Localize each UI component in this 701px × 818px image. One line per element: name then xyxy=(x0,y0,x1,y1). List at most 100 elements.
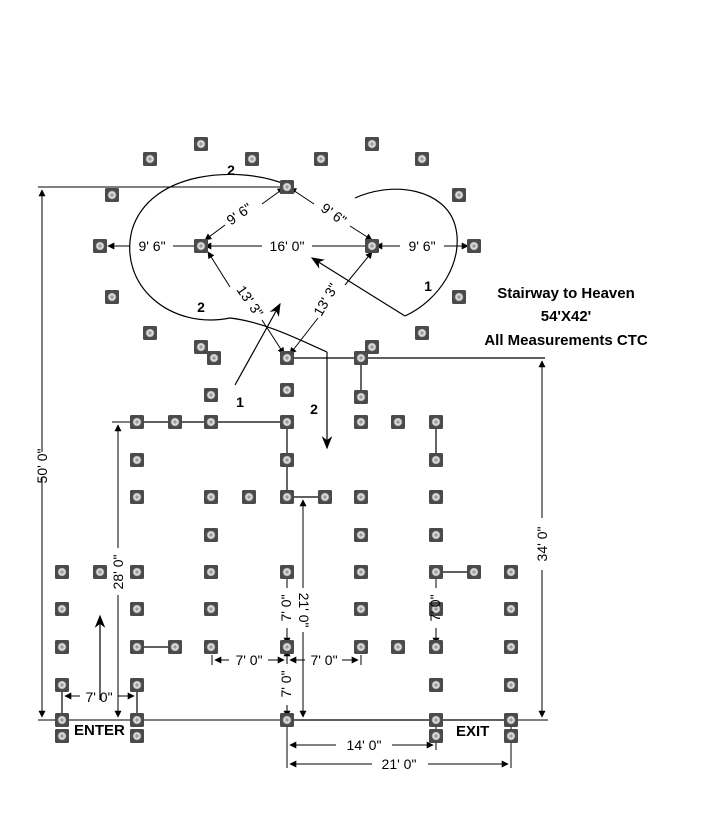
stud-marker-icon xyxy=(130,490,144,504)
path-numbers: 2 2 1 1 2 xyxy=(197,162,432,417)
stud-marker-icon xyxy=(105,290,119,304)
stud-marker-icon xyxy=(130,453,144,467)
mid-left-horiz-label: 7' 0" xyxy=(235,652,262,668)
stud-marker-icon xyxy=(194,340,208,354)
stud-marker-icon xyxy=(429,453,443,467)
stud-marker-icon xyxy=(168,415,182,429)
stud-marker-icon xyxy=(318,490,332,504)
stud-marker-icon xyxy=(504,640,518,654)
stud-marker-icon xyxy=(314,152,328,166)
title-line-3: All Measurements CTC xyxy=(484,332,648,349)
stud-marker-icon xyxy=(504,729,518,743)
stud-marker-icon xyxy=(280,453,294,467)
stud-marker-icon xyxy=(93,565,107,579)
stud-marker-icon xyxy=(55,640,69,654)
stud-marker-icon xyxy=(429,565,443,579)
stud-marker-icon xyxy=(467,239,481,253)
stud-marker-icon xyxy=(204,640,218,654)
stud-marker-icon xyxy=(204,490,218,504)
stud-marker-icon xyxy=(280,565,294,579)
stud-marker-icon xyxy=(280,351,294,365)
path-number-top: 2 xyxy=(227,162,235,178)
enter-label: ENTER xyxy=(74,722,125,739)
stud-marker-icon xyxy=(194,137,208,151)
stud-marker-icon xyxy=(354,528,368,542)
stud-marker-icon xyxy=(429,640,443,654)
stud-marker-icon xyxy=(415,326,429,340)
stud-marker-icon xyxy=(245,152,259,166)
stud-marker-icon xyxy=(365,239,379,253)
diagram-title: Stairway to Heaven 54'X42' All Measureme… xyxy=(484,285,648,349)
mid-right-horiz-label: 7' 0" xyxy=(310,652,337,668)
stud-marker-icon xyxy=(391,640,405,654)
stud-marker-icon xyxy=(452,188,466,202)
loop-right-label: 9' 6" xyxy=(408,238,435,254)
path-number-right-loop: 1 xyxy=(424,278,432,294)
stud-marker-icon xyxy=(204,388,218,402)
stud-marker-icon xyxy=(280,640,294,654)
title-line-1: Stairway to Heaven xyxy=(497,285,635,302)
stud-marker-icon xyxy=(130,565,144,579)
stud-marker-icon xyxy=(55,602,69,616)
path-number-left-mid: 2 xyxy=(197,299,205,315)
stud-marker-icon xyxy=(354,390,368,404)
title-line-2: 54'X42' xyxy=(541,308,592,325)
stud-marker-icon xyxy=(429,678,443,692)
diag-upper-right-label: 9' 6" xyxy=(318,200,349,229)
stud-marker-icon xyxy=(204,528,218,542)
stud-marker-icon xyxy=(204,415,218,429)
stud-marker-icon xyxy=(168,640,182,654)
stud-marker-icon xyxy=(130,729,144,743)
center-upper-vert-label: 7' 0" xyxy=(278,594,294,621)
loop-dimension-lines xyxy=(107,187,469,355)
stud-marker-icon xyxy=(130,415,144,429)
stud-marker-icon xyxy=(429,713,443,727)
right-height-label: 34' 0" xyxy=(534,527,550,562)
stud-marker-icon xyxy=(130,678,144,692)
diag-lower-right-label: 13' 3" xyxy=(310,280,341,318)
left-height-label: 28' 0" xyxy=(110,555,126,590)
overall-height-label: 50' 0" xyxy=(34,449,50,484)
right-loop-curve xyxy=(354,188,458,317)
loop-curves xyxy=(129,173,458,353)
stud-marker-icon xyxy=(504,565,518,579)
stud-marker-icon xyxy=(55,565,69,579)
center-lower-vert-label: 7' 0" xyxy=(278,670,294,697)
stud-marker-icon xyxy=(207,351,221,365)
enter-width-label: 7' 0" xyxy=(85,689,112,705)
stud-marker-icon xyxy=(467,565,481,579)
stud-marker-icon xyxy=(504,602,518,616)
stud-marker-icon xyxy=(204,602,218,616)
direction-arrows xyxy=(94,257,406,700)
stud-marker-icon xyxy=(452,290,466,304)
path-number-lower-left: 1 xyxy=(236,394,244,410)
stud-marker-icon xyxy=(143,326,157,340)
dimension-lines xyxy=(38,186,548,768)
stud-marker-icon xyxy=(55,729,69,743)
stud-marker-icon xyxy=(429,490,443,504)
stud-marker-icon xyxy=(143,152,157,166)
stud-marker-icon xyxy=(354,351,368,365)
stud-marker-icon xyxy=(93,239,107,253)
stud-marker-icon xyxy=(429,415,443,429)
stud-marker-icon xyxy=(55,713,69,727)
stud-marker-icon xyxy=(429,602,443,616)
center-height-label: 21' 0" xyxy=(296,593,312,628)
stud-marker-icon xyxy=(354,640,368,654)
bottom-inner-label: 14' 0" xyxy=(347,737,382,753)
stud-marker-icon xyxy=(504,678,518,692)
stud-marker-icon xyxy=(280,180,294,194)
stud-marker-icon xyxy=(194,239,208,253)
stud-marker-icon xyxy=(391,415,405,429)
stud-marker-icon xyxy=(130,602,144,616)
stud-marker-icon xyxy=(105,188,119,202)
stud-marker-icon xyxy=(429,729,443,743)
dimension-labels: 50' 0" 34' 0" 28' 0" 21' 0" 9' 6" 16' 0"… xyxy=(34,200,550,772)
stud-marker-icon xyxy=(204,565,218,579)
left-loop-curve xyxy=(129,173,328,353)
stud-marker-icon xyxy=(354,565,368,579)
stud-marker-icon xyxy=(365,137,379,151)
loop-center-label: 16' 0" xyxy=(270,238,305,254)
right-vert-label: 7' 0" xyxy=(427,594,443,621)
